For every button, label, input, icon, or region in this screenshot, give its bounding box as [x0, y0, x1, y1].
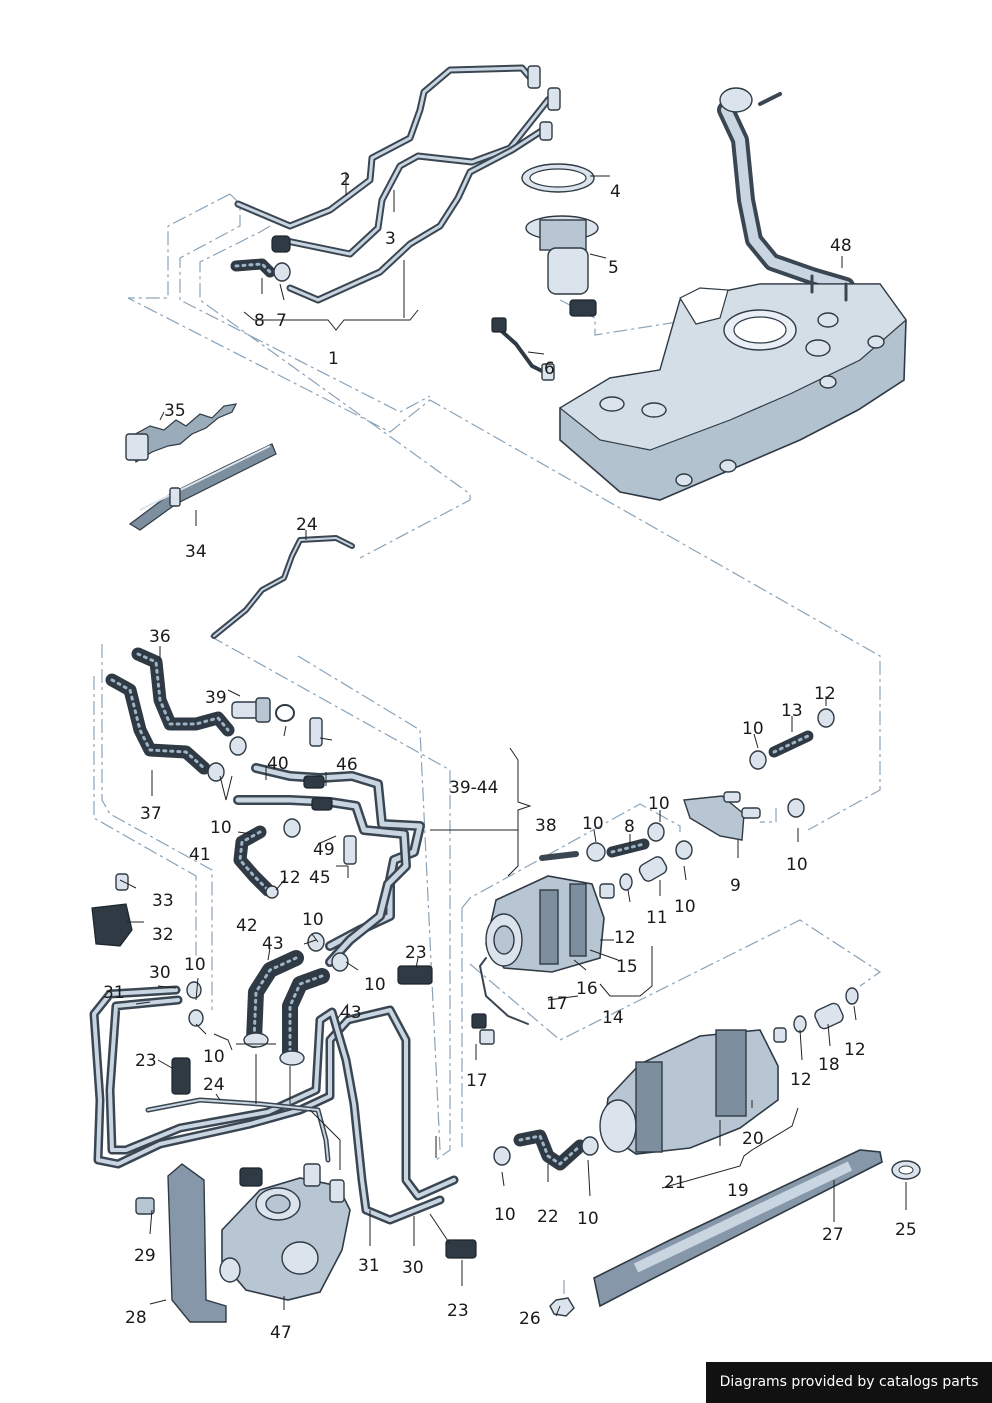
- callout-12-e: 12: [814, 684, 836, 704]
- callout-24-lower: 24: [203, 1075, 225, 1095]
- callout-18: 18: [818, 1055, 840, 1075]
- callout-25: 25: [895, 1220, 917, 1240]
- hose-group-right: [539, 708, 835, 891]
- fuel-filter-lower: [599, 987, 859, 1155]
- callout-12-b: 12: [790, 1070, 812, 1090]
- callout-13: 13: [781, 701, 803, 721]
- callout-7: 7: [276, 311, 287, 331]
- callout-37: 37: [140, 804, 162, 824]
- callout-15: 15: [616, 957, 638, 977]
- fuel-tank: [558, 87, 907, 501]
- callout-10-c: 10: [364, 975, 386, 995]
- callout-36: 36: [149, 627, 171, 647]
- upper-fuel-lines: [230, 64, 561, 304]
- callout-27: 27: [822, 1225, 844, 1245]
- callout-34: 34: [185, 542, 207, 562]
- callout-30-left: 30: [149, 963, 171, 983]
- callout-23-upper: 23: [405, 943, 427, 963]
- callout-30-lower: 30: [402, 1258, 424, 1278]
- hoses-43: [243, 932, 433, 1066]
- callout-10-i: 10: [786, 855, 808, 875]
- callout-38: 38: [535, 816, 557, 836]
- callout-29: 29: [134, 1246, 156, 1266]
- callout-43-lower: 43: [340, 1003, 362, 1023]
- callout-28: 28: [125, 1308, 147, 1328]
- callout-8-lower: 8: [624, 817, 635, 837]
- callout-20: 20: [742, 1129, 764, 1149]
- lower-fuel-lines: [89, 981, 477, 1259]
- callout-10-g: 10: [577, 1209, 599, 1229]
- callout-16: 16: [576, 979, 598, 999]
- callout-10-e: 10: [203, 1047, 225, 1067]
- callout-9: 9: [730, 876, 741, 896]
- callout-47: 47: [270, 1323, 292, 1343]
- hose-22-and-plate-27: [493, 1129, 921, 1317]
- callout-12-a: 12: [279, 868, 301, 888]
- callout-4: 4: [610, 182, 621, 202]
- callout-41: 41: [189, 845, 211, 865]
- callout-24-upper: 24: [296, 515, 318, 535]
- high-pressure-pump: [219, 1163, 351, 1301]
- assembly-outlines: [93, 193, 882, 1298]
- fuel-filter-upper: [471, 875, 615, 1045]
- callout-5: 5: [608, 258, 619, 278]
- callout-39: 39: [205, 688, 227, 708]
- sensor-32: [91, 873, 133, 947]
- callout-31-lower: 31: [358, 1256, 380, 1276]
- callout-21: 21: [664, 1173, 686, 1193]
- callout-1: 1: [328, 349, 339, 369]
- bracket-28: [135, 1163, 227, 1323]
- callout-3: 3: [385, 229, 396, 249]
- callout-42: 42: [236, 916, 258, 936]
- callout-48: 48: [830, 236, 852, 256]
- hose-group-left: [105, 647, 425, 967]
- callout-11: 11: [646, 908, 668, 928]
- line-24-upper: [211, 535, 355, 639]
- callout-46: 46: [336, 755, 358, 775]
- callout-10-d: 10: [184, 955, 206, 975]
- callout-8-upper: 8: [254, 311, 265, 331]
- callout-23-lower: 23: [447, 1301, 469, 1321]
- fuel-pump-sender: [491, 163, 599, 381]
- callout-10-j: 10: [582, 814, 604, 834]
- callout-10-l: 10: [742, 719, 764, 739]
- callout-10-k: 10: [648, 794, 670, 814]
- callout-32: 32: [152, 925, 174, 945]
- callout-6: 6: [544, 359, 555, 379]
- callout-labels: 1 2 3 4 5 6 7 8 48 35 34 24 36 39 40 46 …: [103, 170, 917, 1343]
- callout-2: 2: [340, 170, 351, 190]
- clips-and-rail: [125, 403, 277, 531]
- leader-lines: [119, 172, 907, 1317]
- callout-33: 33: [152, 891, 174, 911]
- credit-banner: Diagrams provided by catalogs parts: [706, 1362, 992, 1403]
- callout-14: 14: [602, 1008, 624, 1028]
- callout-45: 45: [309, 868, 331, 888]
- callout-49: 49: [313, 840, 335, 860]
- callout-43-upper: 43: [262, 934, 284, 954]
- callout-10-b: 10: [302, 910, 324, 930]
- callout-19: 19: [727, 1181, 749, 1201]
- callout-22: 22: [537, 1207, 559, 1227]
- callout-17-upper: 17: [546, 994, 568, 1014]
- callout-10-f: 10: [494, 1205, 516, 1225]
- callout-10-a: 10: [210, 818, 232, 838]
- callout-40: 40: [267, 754, 289, 774]
- callout-10-h: 10: [674, 897, 696, 917]
- callout-23-left: 23: [135, 1051, 157, 1071]
- callout-12-d: 12: [614, 928, 636, 948]
- callout-39-44: 39-44: [449, 778, 498, 798]
- callout-31-left: 31: [103, 983, 125, 1003]
- callout-17-lower: 17: [466, 1071, 488, 1091]
- callout-26: 26: [519, 1309, 541, 1329]
- callout-35: 35: [164, 401, 186, 421]
- callout-12-c: 12: [844, 1040, 866, 1060]
